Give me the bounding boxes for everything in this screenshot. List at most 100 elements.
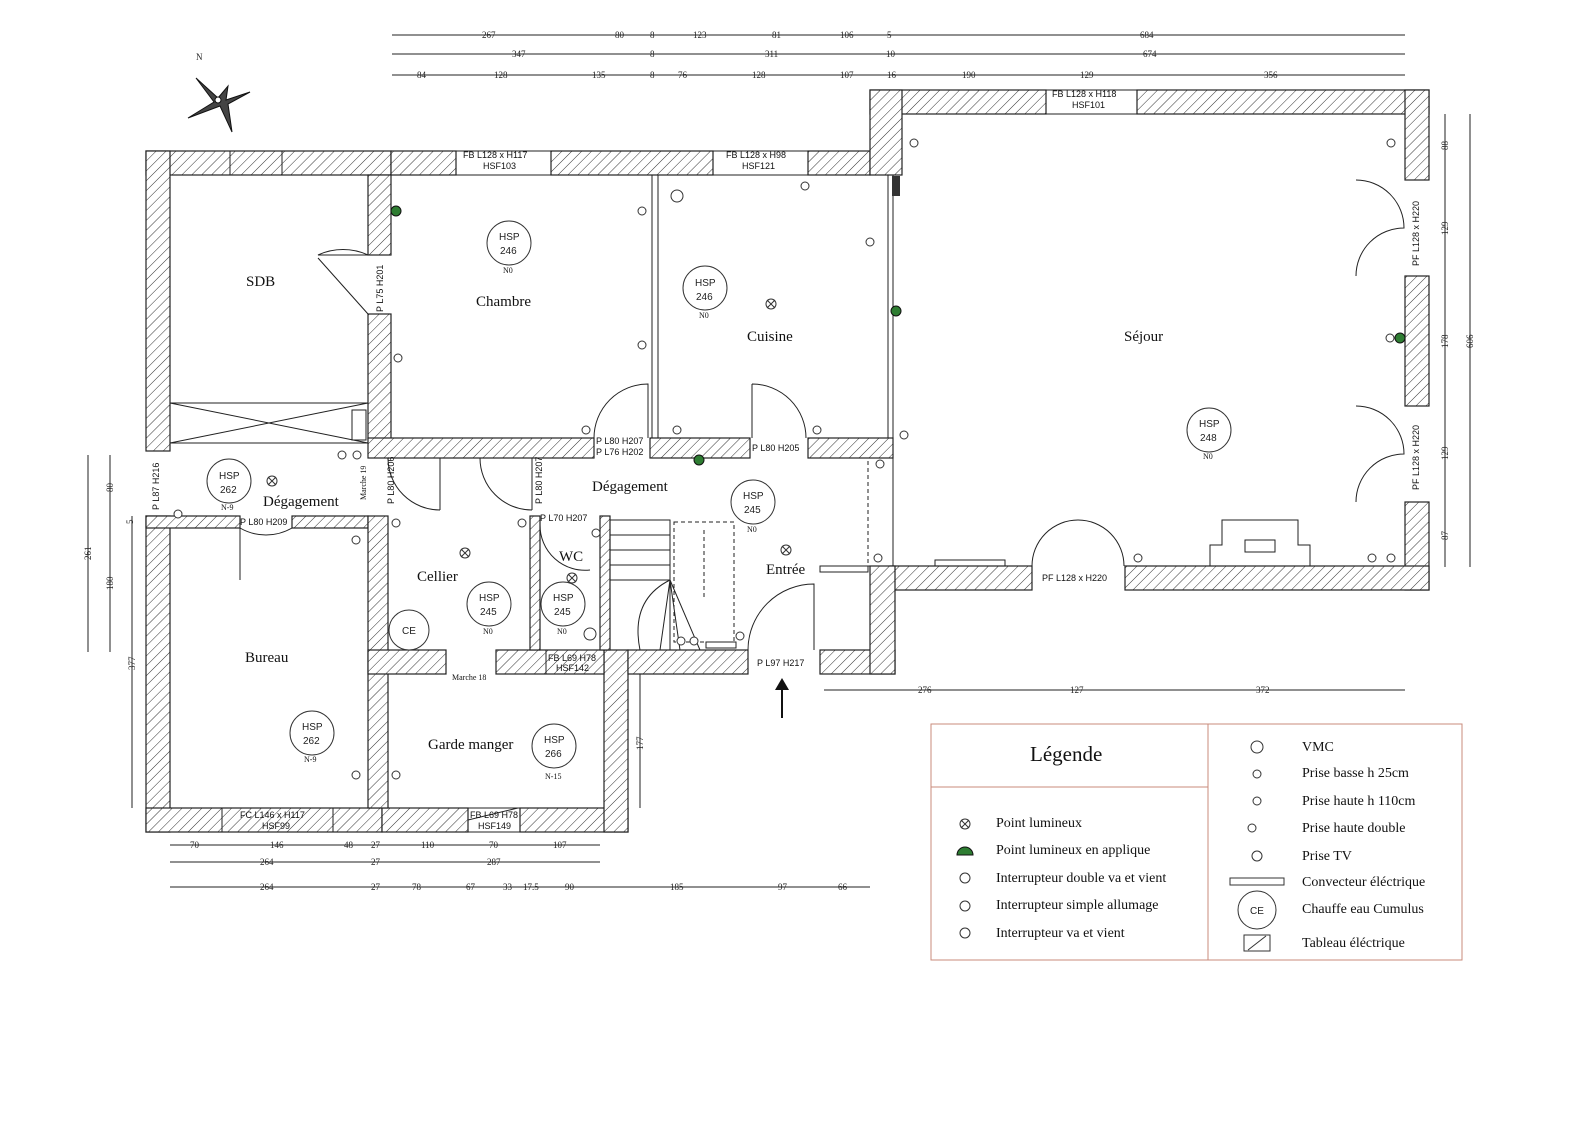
walls (145, 89, 1430, 833)
dim-text: 8 (650, 49, 655, 59)
dim-text: 372 (1256, 685, 1270, 695)
vmc-icon (583, 189, 684, 641)
north-label: N (196, 52, 203, 62)
dim-text: 135 (592, 70, 606, 80)
dim-text: 674 (1143, 49, 1157, 59)
dim-text: 81 (772, 30, 781, 40)
svg-text:245: 245 (480, 607, 497, 618)
legend-label: Interrupteur va et vient (996, 926, 1125, 941)
svg-text:P L87 H216: P L87 H216 (151, 463, 161, 510)
dim-text: 146 (270, 840, 284, 850)
tableau-icon (1243, 934, 1271, 952)
dim-text: 178 (1440, 334, 1450, 348)
dim-text: 70 (489, 840, 499, 850)
room-label-bureau: Bureau (245, 650, 289, 666)
dim-text: 261 (83, 547, 93, 561)
hsp-marker-sejour: HSP 248 N0 (1186, 407, 1232, 461)
prise-double-icon (1247, 823, 1257, 833)
svg-text:FB L69 H78: FB L69 H78 (470, 810, 518, 820)
legend-label: Interrupteur simple allumage (996, 898, 1159, 913)
hsp-marker-chambre: HSP 246 N0 (486, 220, 532, 275)
legend-label: Prise basse h 25cm (1302, 766, 1409, 781)
svg-text:N0: N0 (1203, 452, 1213, 461)
hsp-marker-cellier: HSP 245 N0 (466, 581, 512, 636)
svg-text:HSP: HSP (1199, 419, 1220, 430)
room-label-cellier: Cellier (417, 569, 458, 585)
applique-icon (390, 205, 1406, 466)
dim-text: 287 (487, 857, 501, 867)
dim-text: 90 (565, 882, 575, 892)
legend-label: Convecteur éléctrique (1302, 875, 1425, 890)
svg-text:246: 246 (500, 246, 517, 257)
dim-text: 377 (127, 656, 137, 670)
svg-text:P L80 H207: P L80 H207 (534, 457, 544, 504)
svg-text:P L80 H209: P L80 H209 (240, 517, 287, 527)
room-label-sdb: SDB (246, 274, 275, 290)
dim-text: 10 (886, 49, 896, 59)
hsp-marker-degagement: HSP 262 N-9 (206, 458, 252, 512)
prise-icon (351, 138, 1396, 780)
legend-label: Prise TV (1302, 849, 1352, 864)
height-markers: HSP 246 N0 HSP 246 N0 HSP 248 N0 HSP 262… (206, 220, 1232, 781)
svg-text:FB L128 x H118: FB L128 x H118 (1052, 89, 1116, 99)
dim-text: 16 (887, 70, 897, 80)
svg-text:FB L128 x H117: FB L128 x H117 (463, 150, 527, 160)
dim-text: 88 (1440, 141, 1450, 151)
legend-label: VMC (1302, 740, 1334, 755)
opening-labels: FB L128 x H117 HSF103 FB L128 x H98 HSF1… (151, 89, 1421, 831)
dim-text: 27 (371, 857, 381, 867)
dim-text: 67 (466, 882, 476, 892)
dimensions-bottom: 70 146 48 27 110 70 107 264 27 287 264 2… (190, 840, 848, 892)
legend-label: Chauffe eau Cumulus (1302, 902, 1424, 917)
dim-text: 33 (503, 882, 513, 892)
svg-text:Marche 19: Marche 19 (359, 466, 368, 500)
svg-text:N0: N0 (747, 525, 757, 534)
room-labels: SDB Chambre Cuisine Séjour Dégagement Dé… (245, 274, 1163, 753)
svg-text:PF L128 x H220: PF L128 x H220 (1411, 201, 1421, 266)
svg-text:HSP: HSP (544, 735, 565, 746)
room-label-wc: WC (559, 549, 583, 565)
partitions (169, 89, 1405, 833)
room-label-sejour: Séjour (1124, 329, 1163, 345)
room-label-entree: Entrée (766, 562, 805, 578)
hsp-marker-garde-manger: HSP 266 N-15 (531, 723, 577, 781)
hsp-marker-wc: HSP 245 N0 (540, 581, 586, 636)
dim-text: 129 (1080, 70, 1094, 80)
svg-text:P L80 H205: P L80 H205 (752, 443, 799, 453)
svg-text:HSP: HSP (553, 593, 574, 604)
svg-text:N-15: N-15 (545, 772, 561, 781)
dim-text: 80 (615, 30, 625, 40)
svg-text:P L76 H202: P L76 H202 (596, 447, 643, 457)
svg-text:HSP: HSP (219, 471, 240, 482)
double-va-et-vient-icon (959, 872, 971, 884)
dim-text: 48 (344, 840, 354, 850)
dim-text: 8 (650, 70, 655, 80)
va-et-vient-icon (959, 927, 971, 939)
dim-text: 267 (482, 30, 496, 40)
dim-text: 110 (421, 840, 435, 850)
dim-text: 128 (752, 70, 766, 80)
interrupteur-icon (173, 425, 909, 641)
dim-text: 70 (190, 840, 200, 850)
legend-item (959, 818, 971, 830)
svg-text:246: 246 (696, 292, 713, 303)
dimension-lines (87, 34, 1471, 888)
dim-text: 87 (1440, 531, 1450, 541)
svg-text:P L97 H217: P L97 H217 (757, 658, 804, 668)
room-label-degagement-center: Dégagement (592, 479, 669, 495)
room-label-chambre: Chambre (476, 294, 531, 310)
svg-text:262: 262 (220, 485, 237, 496)
dim-text: 27 (371, 840, 381, 850)
electrical-symbols: CE (173, 138, 1406, 780)
dim-text: 129 (1440, 446, 1450, 460)
svg-text:Marche 18: Marche 18 (452, 673, 486, 682)
dimensions-right: 88 129 178 129 87 606 (1440, 141, 1475, 541)
svg-text:P L80 H207: P L80 H207 (596, 436, 643, 446)
dim-text: 17.5 (523, 882, 539, 892)
dim-text: 264 (260, 882, 274, 892)
svg-text:P L75 H201: P L75 H201 (375, 265, 385, 312)
svg-text:HSP: HSP (743, 491, 764, 502)
hsp-marker-cuisine: HSP 246 N0 (682, 265, 728, 320)
prise-tv-icon (1251, 850, 1263, 862)
